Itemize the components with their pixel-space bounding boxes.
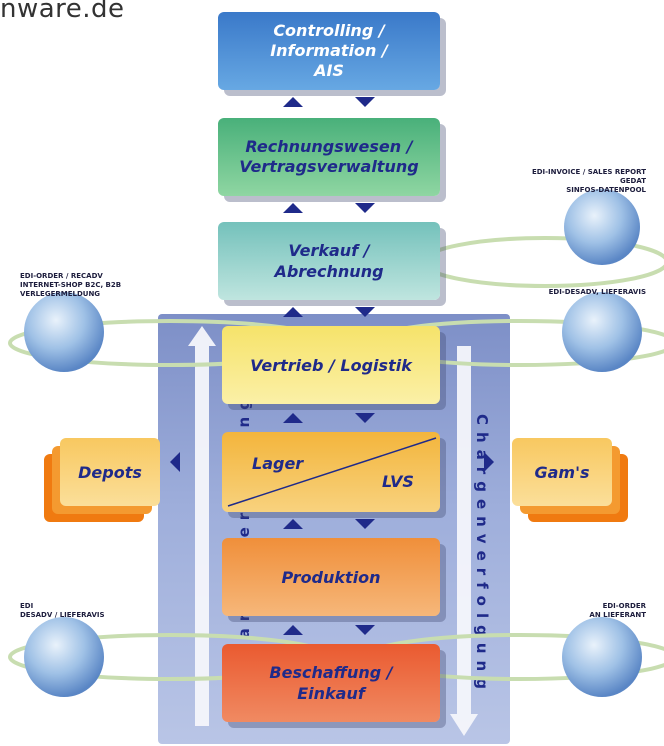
- gams-label: Gam's: [534, 462, 590, 482]
- up-arrow-icon: [283, 413, 303, 423]
- note-bot-left-l2: DESADV / LIEFERAVIS: [20, 611, 105, 619]
- up-arrow-icon: [188, 326, 216, 726]
- note-mid-left-l2: INTERNET-SHOP B2C, B2B: [20, 281, 122, 289]
- beschaffung-line1: Beschaffung /: [269, 663, 393, 682]
- up-arrow-icon: [283, 307, 303, 317]
- verkauf-line2: Abrechnung: [274, 262, 384, 281]
- note-mid-left-l1: EDI-ORDER / RECADV: [20, 272, 103, 280]
- note-top-right-l3: SINFOS-DATENPOOL: [566, 186, 646, 194]
- rechnungswesen-line2: Vertragsverwaltung: [239, 157, 419, 176]
- note-mid-right-l1: EDI-DESADV, LIEFERAVIS: [548, 288, 646, 296]
- down-arrow-icon: [355, 519, 375, 529]
- verkauf-box: Verkauf / Abrechnung: [218, 222, 440, 300]
- rechnungswesen-line1: Rechnungswesen /: [245, 137, 413, 156]
- lvs-label: LVS: [382, 472, 414, 491]
- note-bot-right-l2: AN LIEFERANT: [589, 611, 646, 619]
- note-top-right-l1: EDI-INVOICE / SALES REPORT: [531, 168, 646, 176]
- note-mid-left-l3: VERLEGERMELDUNG: [20, 290, 101, 298]
- rechnungswesen-box: Rechnungswesen /Vertragsverwaltung: [218, 118, 440, 196]
- controlling-line3: AIS: [314, 61, 344, 80]
- globe-icon: [564, 189, 640, 265]
- vertrieb-box: Vertrieb / Logistik: [222, 326, 440, 404]
- vertrieb-label: Vertrieb / Logistik: [250, 355, 412, 375]
- globe-icon: [562, 292, 642, 372]
- down-arrow-icon: [355, 413, 375, 423]
- lager-box: Lager LVS: [222, 432, 440, 512]
- down-arrow-icon: [355, 203, 375, 213]
- controlling-line1: Controlling /: [273, 21, 385, 40]
- note-bot-right: EDI-ORDER AN LIEFERANT: [470, 602, 646, 620]
- note-mid-right: EDI-DESADV, LIEFERAVIS: [470, 288, 646, 297]
- right-arrow-icon: [484, 452, 494, 472]
- down-arrow-icon: [355, 307, 375, 317]
- globe-icon: [24, 617, 104, 697]
- lager-divider-line: [227, 437, 437, 507]
- produktion-box: Produktion: [222, 538, 440, 616]
- down-arrow-icon: [355, 97, 375, 107]
- note-top-right-l2: GEDAT: [620, 177, 646, 185]
- controlling-line2: Information /: [270, 41, 388, 60]
- beschaffung-line2: Einkauf: [297, 684, 365, 703]
- depots-box: Depots: [60, 438, 160, 506]
- down-arrow-icon: [355, 625, 375, 635]
- globe-icon: [562, 617, 642, 697]
- produktion-label: Produktion: [281, 567, 381, 587]
- left-arrow-icon: [170, 452, 180, 472]
- note-mid-left: EDI-ORDER / RECADV INTERNET-SHOP B2C, B2…: [20, 272, 121, 299]
- up-arrow-icon: [283, 519, 303, 529]
- controlling-box: Controlling /Information /AIS: [218, 12, 440, 90]
- note-bot-left-l1: EDI: [20, 602, 34, 610]
- note-top-right: EDI-INVOICE / SALES REPORT GEDAT SINFOS-…: [470, 168, 646, 195]
- verkauf-line1: Verkauf /: [288, 241, 370, 260]
- site-url: nware.de: [0, 0, 125, 24]
- note-bot-left: EDI DESADV / LIEFERAVIS: [20, 602, 105, 620]
- lager-label: Lager: [252, 454, 304, 473]
- depots-label: Depots: [78, 462, 142, 482]
- globe-icon: [24, 292, 104, 372]
- gams-box: Gam's: [512, 438, 612, 506]
- up-arrow-icon: [283, 97, 303, 107]
- note-bot-right-l1: EDI-ORDER: [602, 602, 646, 610]
- beschaffung-box: Beschaffung / Einkauf: [222, 644, 440, 722]
- up-arrow-icon: [283, 625, 303, 635]
- up-arrow-icon: [283, 203, 303, 213]
